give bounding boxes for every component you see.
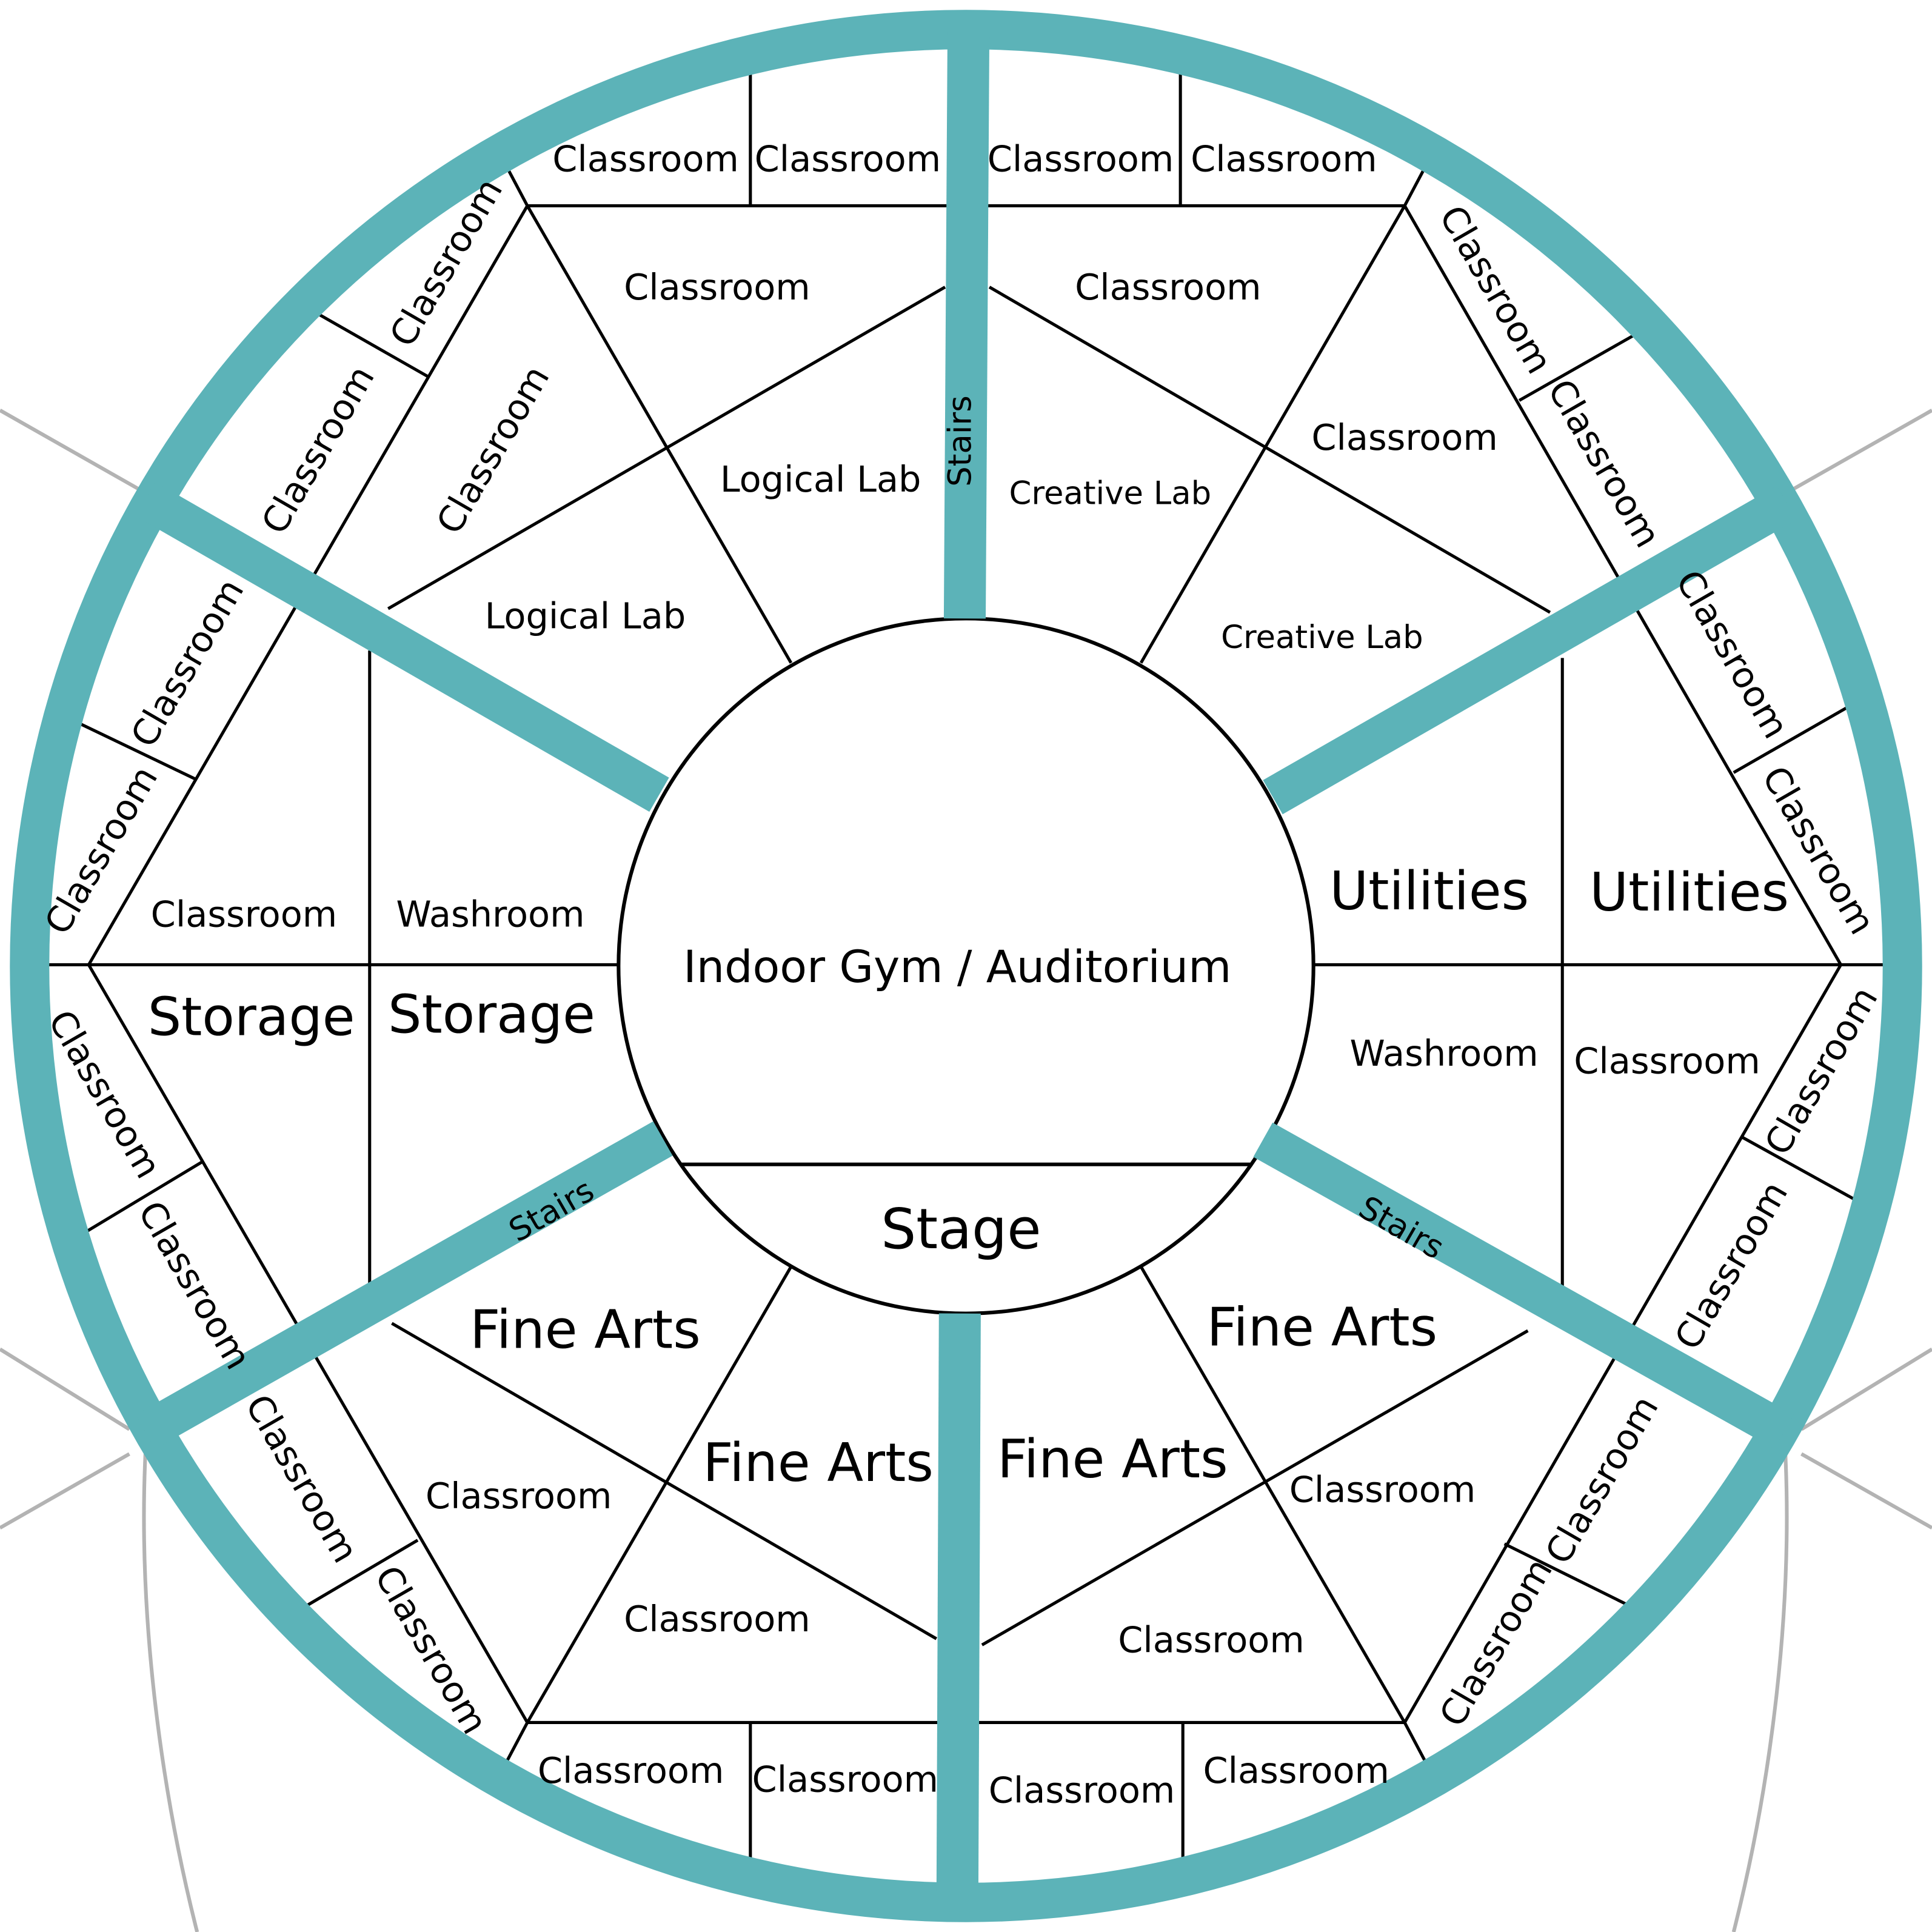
classroom-label: Classroom (1756, 980, 1886, 1162)
classroom-label: Classroom (624, 1598, 811, 1640)
classroom-label: Classroom (988, 138, 1174, 180)
classroom-label: Classroom (237, 1388, 367, 1570)
creative-lab-label-1: Creative Lab (1009, 475, 1212, 512)
exterior-site-lines (0, 409, 1932, 1932)
fine-arts-label-2: Fine Arts (703, 1432, 934, 1494)
classroom-label: Classroom (1574, 1040, 1760, 1081)
classroom-label: Classroom (122, 572, 252, 754)
classroom-label: Classroom (624, 266, 811, 308)
classroom-label: Classroom (1191, 138, 1377, 180)
classroom-label: Classroom (538, 1750, 724, 1791)
classroom-label: Classroom (1289, 1469, 1476, 1511)
washroom-label-west: Washroom (396, 893, 584, 935)
logical-lab-label-2: Logical Lab (485, 595, 686, 637)
creative-lab-label-2: Creative Lab (1221, 619, 1423, 656)
classroom-label: Classroom (1668, 563, 1797, 746)
classroom-label: Classroom (1540, 372, 1670, 555)
classroom-label: Classroom (1537, 1389, 1666, 1571)
classroom-label: Classroom (428, 358, 558, 541)
utilities-label-2: Utilities (1589, 861, 1789, 923)
gym-label: Indoor Gym / Auditorium (683, 941, 1231, 993)
classroom-label: Classroom (1075, 266, 1262, 308)
fine-arts-label-1: Fine Arts (470, 1299, 701, 1361)
stage-label: Stage (881, 1197, 1041, 1262)
storage-label-2: Storage (388, 983, 595, 1045)
classroom-label: Classroom (989, 1770, 1175, 1811)
stairs-label-north: Stairs (942, 395, 979, 487)
classroom-label: Classroom (130, 1194, 260, 1376)
classroom-label: Classroom (426, 1475, 612, 1517)
fine-arts-label-3: Fine Arts (997, 1428, 1228, 1490)
gym-circle (617, 617, 1315, 1315)
room-walls (43, 67, 1889, 1863)
classroom-label: Classroom (151, 893, 338, 935)
logical-lab-label-1: Logical Lab (720, 458, 921, 500)
utilities-label-1: Utilities (1329, 860, 1529, 922)
classroom-label: Classroom (752, 1758, 939, 1800)
corridors (10, 10, 1922, 1922)
classroom-label: Classroom (755, 138, 941, 180)
classroom-label: Classroom (1311, 416, 1498, 458)
classroom-label: Classroom (1666, 1174, 1796, 1357)
classroom-label: Classroom (253, 358, 383, 541)
fine-arts-label-4: Fine Arts (1207, 1297, 1438, 1359)
washroom-label-east: Washroom (1350, 1032, 1539, 1074)
classroom-label: Classroom (1118, 1619, 1305, 1661)
classroom-label: Classroom (1203, 1750, 1389, 1791)
storage-label-1: Storage (148, 986, 355, 1048)
classroom-label: Classroom (552, 138, 739, 180)
